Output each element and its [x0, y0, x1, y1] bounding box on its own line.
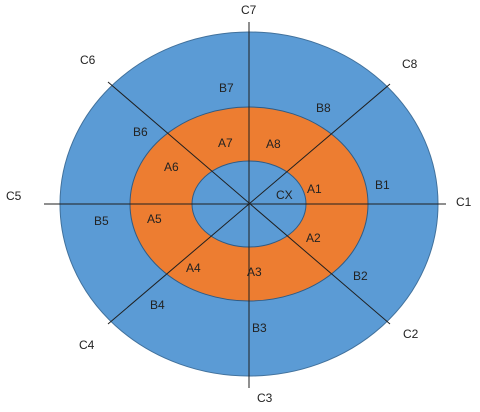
- label-a8: A8: [266, 137, 281, 151]
- label-c2: C2: [403, 327, 419, 341]
- label-b5: B5: [94, 214, 109, 228]
- label-a6: A6: [164, 160, 179, 174]
- label-cx: CX: [276, 188, 293, 202]
- label-a7: A7: [218, 136, 233, 150]
- label-b3: B3: [252, 321, 267, 335]
- label-a3: A3: [247, 265, 262, 279]
- label-a1: A1: [307, 182, 322, 196]
- label-b2: B2: [353, 269, 368, 283]
- label-b1: B1: [375, 178, 390, 192]
- divider-diagonal-ne-sw: [107, 83, 391, 325]
- divider-diagonal-nw-se: [107, 81, 391, 325]
- label-c1: C1: [456, 195, 472, 209]
- label-c3: C3: [257, 391, 273, 405]
- label-c7: C7: [241, 3, 257, 17]
- label-a5: A5: [147, 212, 162, 226]
- label-a4: A4: [186, 261, 201, 275]
- label-c6: C6: [80, 53, 96, 67]
- label-b7: B7: [219, 81, 234, 95]
- label-c4: C4: [79, 338, 95, 352]
- label-b8: B8: [316, 101, 331, 115]
- label-c8: C8: [402, 57, 418, 71]
- label-a2: A2: [306, 231, 321, 245]
- label-c5: C5: [6, 189, 22, 203]
- label-b6: B6: [133, 125, 148, 139]
- label-b4: B4: [150, 298, 165, 312]
